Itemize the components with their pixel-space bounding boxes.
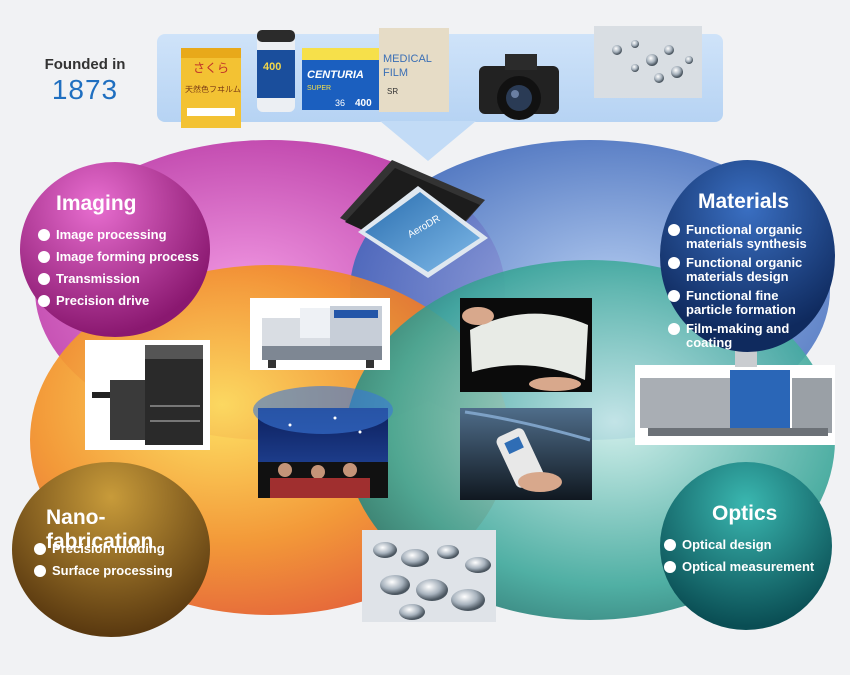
planetarium-photo [253, 386, 393, 498]
founded-year: 1873 [51, 74, 119, 105]
oled-panel-photo [460, 298, 592, 392]
sakura-film-box: さくら 天然色フヰルム [181, 48, 241, 128]
copier-photo [85, 340, 210, 450]
nano-fabrication-item: Surface processing [34, 564, 173, 578]
film-box-subtitle: 天然色フヰルム [185, 84, 241, 94]
production-press-photo [635, 345, 835, 445]
imaging-list: Image processing Image forming process T… [38, 228, 199, 316]
materials-item: Functional fine particle formation [668, 289, 828, 317]
nano-fabrication-list: Precision molding Surface processing [34, 542, 173, 586]
materials-item: Functional organic materials design [668, 256, 828, 284]
droplets-photo [594, 26, 702, 98]
imaging-item: Precision drive [38, 294, 199, 308]
imaging-item: Transmission [38, 272, 199, 286]
materials-item: Functional organic materials synthesis [668, 223, 828, 251]
optics-item: Optical design [664, 538, 814, 552]
imaging-title: Imaging [56, 192, 137, 215]
color-meter-photo [460, 408, 592, 500]
centuria-label: CENTURIA [307, 69, 364, 81]
materials-title: Materials [698, 190, 790, 213]
nano-fabrication-title: Nano-fabrication [46, 506, 154, 553]
materials-item: Film-making and coating [668, 322, 828, 350]
medical-film-box: MEDICAL FILM SR [379, 28, 449, 112]
textile-printer-photo [250, 298, 390, 370]
xray-panel-photo: AeroDR [340, 160, 488, 278]
film-camera [479, 54, 559, 120]
centuria-exposures: 36 [335, 98, 345, 108]
nano-fabrication-circle: Nano-fabrication Precision molding Surfa… [12, 462, 210, 637]
medical-film-line2: FILM [383, 67, 408, 79]
materials-circle: Materials Functional organic materials s… [660, 160, 835, 352]
optics-item: Optical measurement [664, 560, 814, 574]
medical-film-line1: MEDICAL [383, 53, 432, 65]
film-roll-speed: 400 [263, 61, 281, 73]
imaging-circle: Imaging Image processing Image forming p… [20, 162, 210, 337]
nano-fabrication-item: Precision molding [34, 542, 173, 556]
centuria-film-box: CENTURIA SUPER 400 36 [302, 48, 382, 110]
imaging-item: Image forming process [38, 250, 199, 264]
imaging-item: Image processing [38, 228, 199, 242]
optics-title: Optics [712, 502, 778, 525]
medical-film-code: SR [387, 87, 398, 96]
centuria-speed: 400 [355, 98, 372, 109]
centuria-sub: SUPER [307, 85, 331, 92]
heritage-bar-pointer [380, 121, 476, 161]
founded-label: Founded in [44, 56, 126, 73]
glass-lenses-photo [362, 530, 496, 622]
heritage-products: さくら 天然色フヰルム 400 CENTURIA SUPER 400 36 ME… [181, 26, 702, 128]
materials-list: Functional organic materials synthesis F… [668, 223, 828, 355]
optics-circle: Optics Optical design Optical measuremen… [660, 462, 832, 630]
film-box-brand: さくら [193, 61, 229, 75]
film-roll: 400 [257, 30, 295, 112]
optics-list: Optical design Optical measurement [664, 538, 814, 582]
